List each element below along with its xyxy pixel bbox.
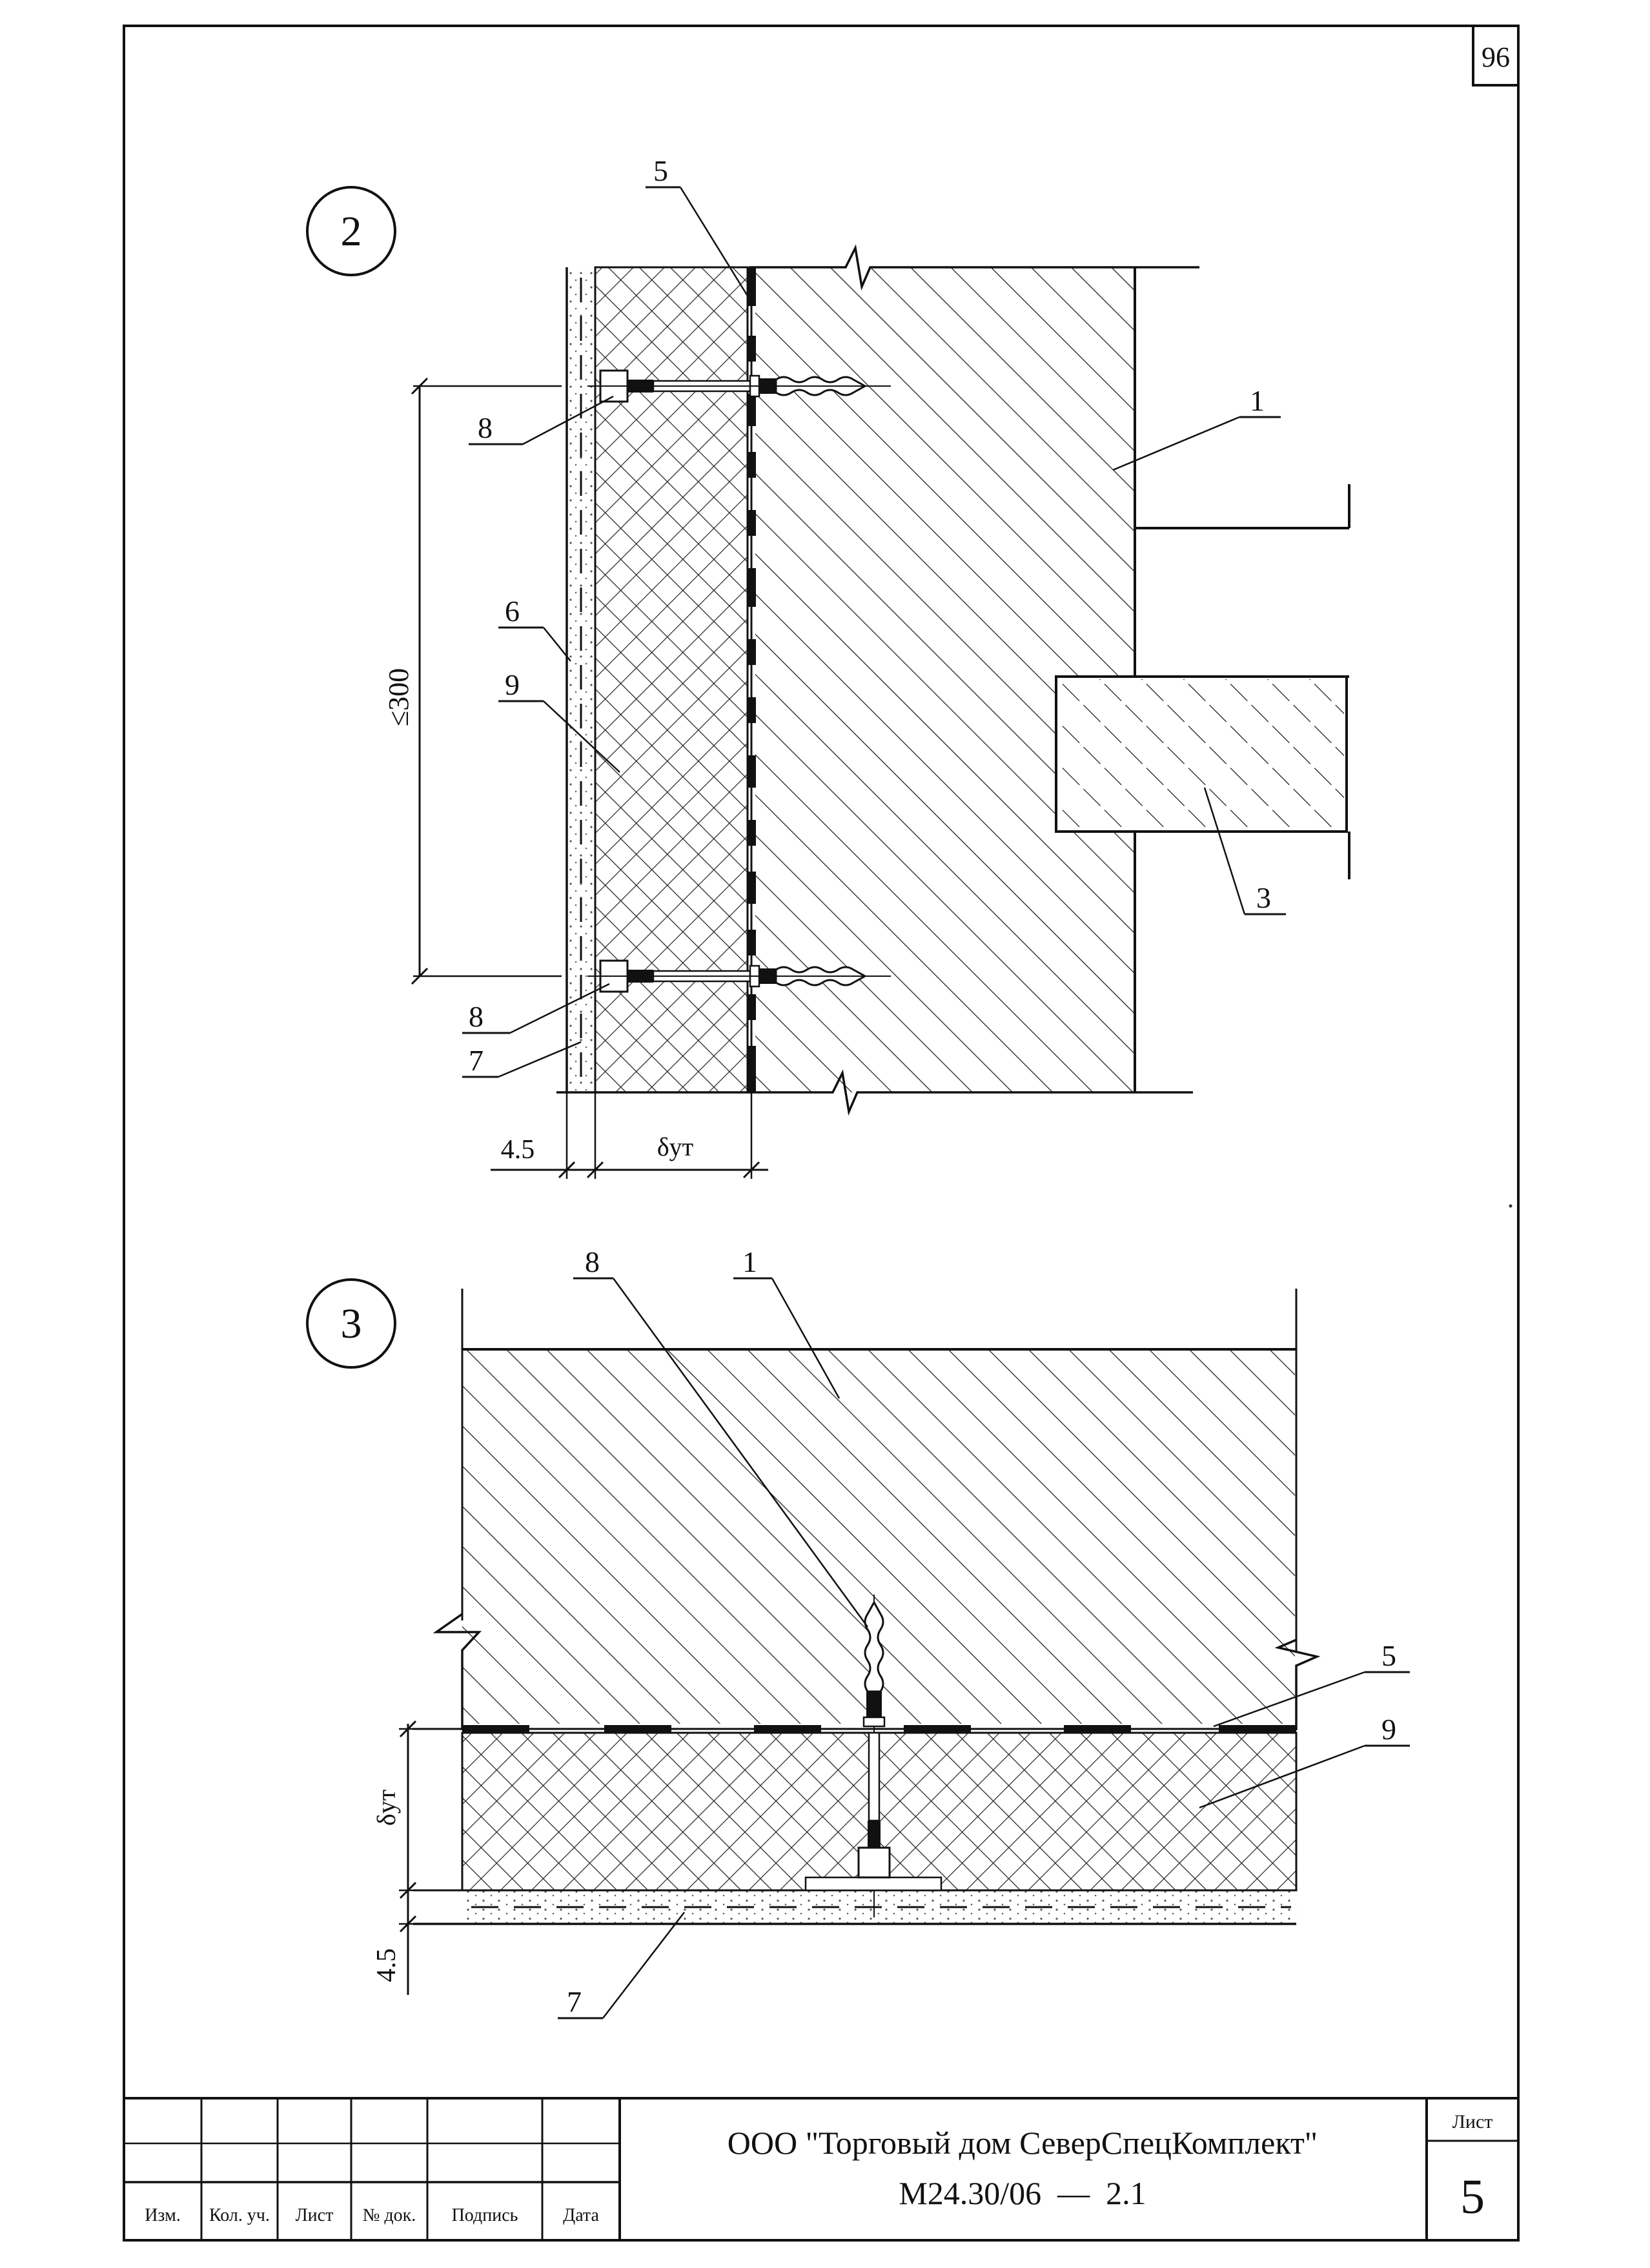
detail-2: 2 — [306, 154, 1350, 1179]
detail-2-callout-8-bottom: 8 — [462, 983, 610, 1034]
detail-2-callout-5-label: 5 — [653, 154, 668, 187]
title-col-header-kol-uch: Кол. уч. — [209, 2205, 270, 2225]
detail-3-marker-label: 3 — [341, 1300, 362, 1347]
detail-2-marker-label: 2 — [341, 208, 362, 255]
detail-2-callout-6: 6 — [498, 595, 571, 662]
detail-2-callout-3-label: 3 — [1256, 881, 1271, 914]
detail-2-dimension-spacing: ≤300 — [383, 377, 562, 985]
detail-2-callout-1: 1 — [1112, 384, 1281, 471]
detail-2-callout-8a-label: 8 — [478, 411, 493, 444]
detail-2-callout-1-label: 1 — [1250, 384, 1265, 417]
detail-2-dimension-spacing-label: ≤300 — [383, 668, 414, 726]
title-sheet-value: 5 — [1460, 2170, 1485, 2224]
title-block: Изм. Кол. уч. Лист № док. Подпись Дата О… — [124, 2097, 1518, 2240]
detail-3-callout-9-label: 9 — [1381, 1713, 1396, 1746]
detail-2-adhesive-layer — [748, 267, 756, 1092]
title-company-name: ООО "Торговый дом СеверСпецКомплект" — [728, 2125, 1318, 2161]
detail-2-break-line-top — [749, 244, 1199, 291]
title-col-header-izm: Изм. — [145, 2205, 181, 2225]
detail-2-callout-9-label: 9 — [505, 668, 520, 701]
detail-2-callout-7: 7 — [462, 1041, 582, 1078]
detail-2-break-line-bottom — [556, 1069, 1193, 1116]
title-col-header-list: Лист — [296, 2205, 334, 2225]
detail-3-callout-1: 1 — [733, 1245, 840, 1399]
detail-2-callout-8b-label: 8 — [469, 1000, 484, 1033]
detail-2-callout-3: 3 — [1203, 787, 1286, 915]
title-col-header-podpis: Подпись — [452, 2205, 518, 2225]
detail-2-callout-6-label: 6 — [505, 595, 520, 628]
detail-2-callout-7-label: 7 — [469, 1044, 484, 1077]
title-col-header-data: Дата — [563, 2205, 599, 2225]
detail-3-callout-5: 5 — [1213, 1639, 1410, 1728]
detail-3: 3 — [306, 1245, 1410, 2019]
detail-3-callout-1-label: 1 — [742, 1245, 757, 1278]
detail-2-render-layer — [565, 267, 596, 1092]
detail-3-break-line-right — [1274, 1639, 1321, 1730]
detail-3-callout-8: 8 — [573, 1245, 869, 1628]
detail-3-render-layer — [413, 1889, 1296, 1925]
detail-3-marker-circle — [306, 1278, 396, 1369]
title-col-header-n-dok: № док. — [363, 2205, 416, 2225]
title-sheet-label: Лист — [1452, 2111, 1493, 2132]
sheet-number: 96 — [1482, 41, 1510, 73]
detail-3-dimension-render-label: 4.5 — [372, 1948, 402, 1983]
detail-3-dimension-insulation-label: δут — [372, 1790, 401, 1826]
detail-3-callout-8-label: 8 — [585, 1245, 600, 1278]
detail-2-anchor-bottom — [587, 959, 891, 993]
detail-3-break-line-left — [433, 1613, 482, 1730]
title-doc-code: М24.30/06 — 2.1 — [899, 2175, 1146, 2211]
drawing-frame: 96 — [123, 25, 1520, 2242]
detail-3-adhesive-layer — [413, 1725, 1296, 1733]
detail-2-callout-9: 9 — [498, 668, 620, 773]
detail-2-marker-circle — [306, 186, 396, 276]
detail-2-dimension-insulation-label: δут — [657, 1132, 693, 1161]
detail-3-callout-5-label: 5 — [1381, 1639, 1396, 1672]
detail-2-dimension-bottom: 4.5 δут — [491, 1092, 768, 1179]
detail-2-insulation-board — [594, 266, 749, 1094]
detail-3-callout-7-label: 7 — [567, 1985, 582, 2018]
detail-3-anchor — [804, 1595, 942, 1917]
detail-2-anchor-top — [587, 369, 891, 403]
detail-2-callout-5: 5 — [646, 154, 753, 303]
stray-dot — [1509, 1204, 1512, 1208]
detail-3-dimension-left: δут 4.5 — [372, 1720, 465, 1995]
detail-2-callout-8-top: 8 — [469, 395, 614, 445]
sheet-number-box — [1472, 25, 1520, 87]
detail-3-callout-9: 9 — [1199, 1713, 1410, 1809]
detail-3-callout-7: 7 — [558, 1912, 685, 2019]
detail-2-dimension-render-label: 4.5 — [501, 1135, 535, 1165]
